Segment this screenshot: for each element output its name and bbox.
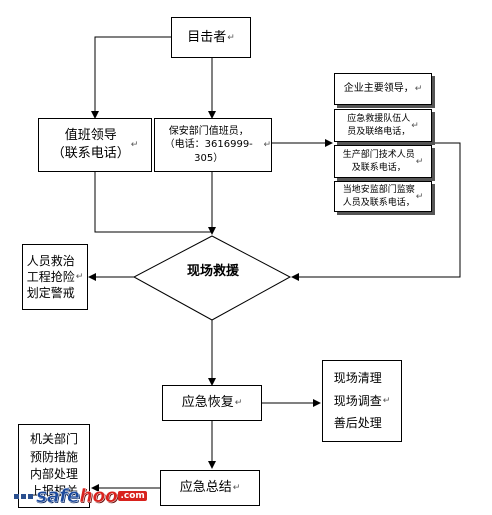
edge-contacts-rescue: [291, 142, 461, 281]
edge-duty-leader-rescue: [94, 172, 212, 233]
node-witness: 目击者↵: [171, 17, 251, 58]
node-duty-leader: 值班领导 （联系电话）↵: [38, 118, 152, 172]
logo-dots-icon: [14, 493, 33, 499]
node-emergency-summary-label: 应急总结: [179, 480, 232, 496]
node-emergency-recovery-label: 应急恢复: [181, 395, 234, 411]
logo-wordmark: safehoo: [36, 485, 118, 508]
node-local-supervision: 当地安监部门监察 人员及联系电话，↵: [334, 181, 432, 212]
node-witness-label: 目击者: [187, 29, 227, 45]
node-emergency-team: 应急救援队伍人 员及联络电话，↵: [334, 109, 432, 142]
node-production-tech-label: 生产部门技术人员 及联系电话，: [342, 150, 415, 173]
node-enterprise-leader-label: 企业主要领导，: [343, 83, 414, 95]
node-site-actions-label: 现场清理 现场调查 善后处理: [333, 370, 382, 431]
node-rescue-actions-label: 人员救治 工程抢险 划定警戒: [26, 253, 75, 301]
node-site-rescue-label: 现场救援: [186, 264, 239, 279]
node-production-tech: 生产部门技术人员 及联系电话，↵: [334, 145, 432, 178]
safehoo-watermark-logo: safehoo .com: [14, 485, 147, 508]
logo-tld: .com: [118, 491, 147, 501]
node-emergency-summary: 应急总结↵: [160, 470, 260, 506]
node-rescue-actions: 人员救治 工程抢险 划定警戒↵: [22, 244, 88, 310]
node-prevention-label: 机关部门 预防措施 内部处理 上报相关: [29, 432, 78, 499]
node-site-actions: 现场清理 现场调查 善后处理↵: [322, 360, 402, 442]
node-emergency-recovery: 应急恢复↵: [162, 385, 262, 421]
node-emergency-team-label: 应急救援队伍人 员及联络电话，: [347, 114, 411, 137]
node-security-duty-label: 保安部门值班员， （电话：3616999-305）: [164, 125, 253, 164]
node-security-duty: 保安部门值班员， （电话：3616999-305）↵: [154, 118, 272, 172]
site-rescue-diamond: [132, 235, 292, 321]
edge-witness-duty-leader: [91, 36, 171, 119]
node-local-supervision-label: 当地安监部门监察 人员及联系电话，: [342, 185, 415, 208]
node-enterprise-leader: 企业主要领导，↵: [334, 73, 432, 105]
node-duty-leader-label: 值班领导 （联系电话）: [51, 128, 130, 161]
